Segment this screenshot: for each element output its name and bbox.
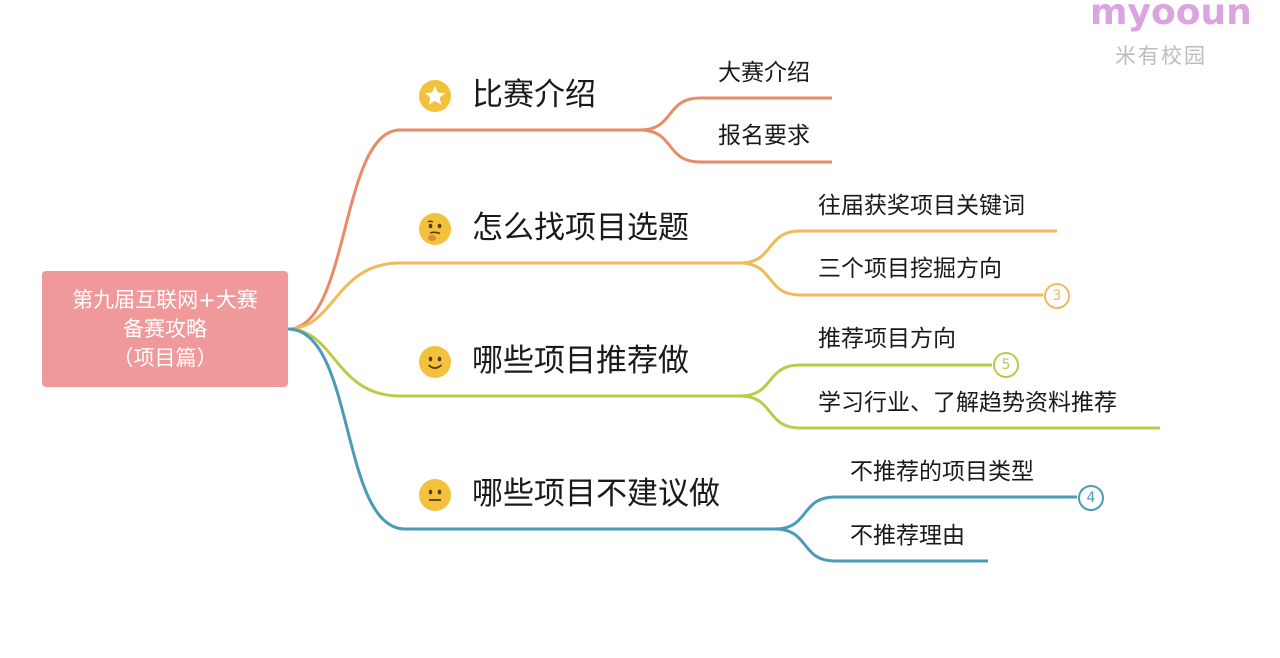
leaf-count-badge-3-1[interactable]: 5	[993, 352, 1019, 378]
leaf-label-2-1[interactable]: 往届获奖项目关键词	[818, 193, 1025, 219]
connector-branch-1-leaf-2	[639, 128, 832, 164]
connector-branch-1-leaf-1	[639, 96, 832, 132]
leaf-label-1-2[interactable]: 报名要求	[718, 123, 810, 149]
leaf-label-2-2[interactable]: 三个项目挖掘方向	[818, 256, 1002, 282]
connector-branch-2-leaf-1	[739, 229, 1057, 265]
branch-label-2[interactable]: 怎么找项目选题	[472, 210, 689, 246]
connector-branch-4-leaf-1	[774, 495, 1077, 531]
brand-logo: myooun 米有校园	[1090, 0, 1252, 70]
branch-label-3[interactable]: 哪些项目推荐做	[472, 343, 689, 379]
logo-subtitle: 米有校园	[1115, 44, 1207, 68]
logo-wordmark: myooun	[1090, 0, 1252, 33]
leaf-count-badge-2-2[interactable]: 3	[1044, 283, 1070, 309]
connector-branch-4-leaf-2	[774, 527, 988, 563]
leaf-label-4-1[interactable]: 不推荐的项目类型	[850, 459, 1034, 485]
leaf-label-1-1[interactable]: 大赛介绍	[718, 60, 810, 86]
connector-branch-3-leaf-1	[739, 363, 992, 398]
root-title-line-2: 备赛攻略	[123, 316, 207, 341]
smile-face-icon	[419, 346, 451, 378]
connector-root-branch-2	[287, 261, 740, 331]
thinking-face-icon	[419, 213, 451, 245]
neutral-face-icon	[419, 479, 451, 511]
leaf-count-badge-4-1[interactable]: 4	[1078, 485, 1104, 511]
connector-root-branch-4	[287, 327, 775, 531]
leaf-label-3-1[interactable]: 推荐项目方向	[818, 326, 956, 352]
leaf-label-4-2[interactable]: 不推荐理由	[850, 523, 965, 549]
leaf-label-3-2[interactable]: 学习行业、了解趋势资料推荐	[818, 390, 1117, 416]
connector-branch-2-leaf-2	[739, 261, 1043, 297]
root-title-line-3: （项目篇）	[112, 345, 218, 370]
branch-label-1[interactable]: 比赛介绍	[472, 77, 596, 113]
connector-branch-3-leaf-2	[739, 394, 1160, 430]
branch-label-4[interactable]: 哪些项目不建议做	[472, 476, 720, 512]
root-title-line-1: 第九届互联网+大赛	[72, 287, 258, 312]
star-icon	[419, 80, 451, 112]
root-node[interactable]: 第九届互联网+大赛 备赛攻略 （项目篇）	[42, 271, 288, 387]
connector-root-branch-1	[287, 128, 640, 331]
